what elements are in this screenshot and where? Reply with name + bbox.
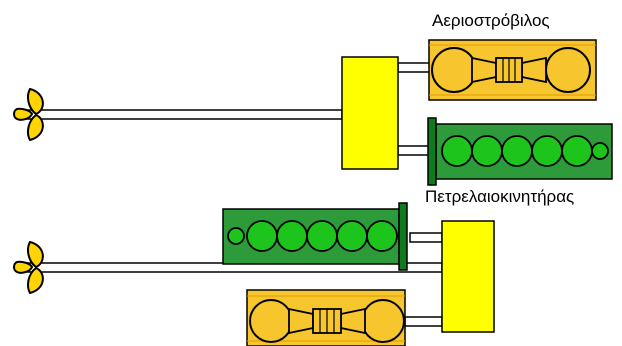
gas-turbine-label: Αεριοστρόβιλος [432, 11, 550, 30]
upper-gas-turbine-icon [428, 39, 597, 101]
upper-propeller-shaft [19, 109, 343, 120]
lower-input-shafts [404, 232, 443, 327]
diesel-engine-label: Πετρελαιοκινητήρας [425, 187, 574, 206]
upper-input-shafts [397, 62, 431, 156]
upper-gearbox-icon [341, 56, 399, 170]
upper-propulsion-line [13, 39, 613, 186]
lower-propeller-icon [13, 240, 44, 295]
upper-propeller-icon [13, 87, 44, 142]
lower-gearbox-icon [441, 220, 495, 333]
lower-diesel-engine-icon [222, 202, 408, 271]
lower-propulsion-line [13, 202, 495, 346]
upper-diesel-engine-icon [427, 117, 613, 186]
lower-gas-turbine-icon [246, 289, 406, 346]
